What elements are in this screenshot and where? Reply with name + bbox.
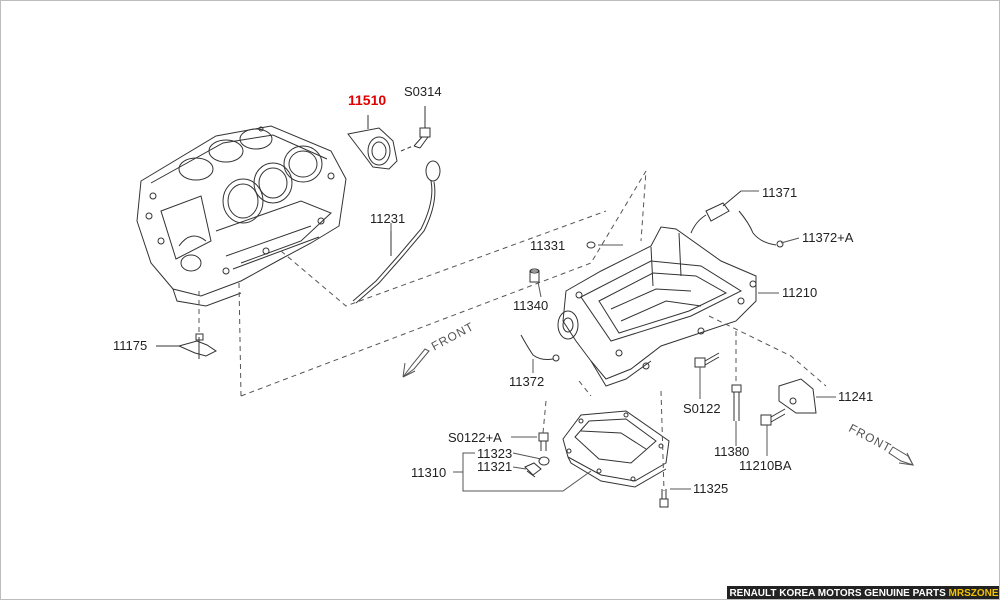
part-label-11372[interactable]: 11372 (509, 374, 545, 389)
part-label-11372a[interactable]: 11372+A (802, 230, 854, 245)
part-label-11210ba[interactable]: 11210BA (739, 458, 792, 473)
plug-11331-drawing (586, 241, 596, 249)
part-label-11241[interactable]: 11241 (838, 389, 874, 404)
lower-oil-pan-drawing (562, 410, 670, 488)
bolt-11380-drawing (731, 384, 742, 421)
tube-11371-drawing (690, 190, 742, 234)
footer-brand: RENAULT KOREA MOTORS GENUINE PARTS (729, 588, 946, 599)
dowel-11340-drawing (529, 268, 540, 283)
part-label-11310[interactable]: 11310 (411, 465, 447, 480)
part-label-s0314[interactable]: S0314 (404, 84, 442, 99)
part-label-11325[interactable]: 11325 (693, 481, 729, 496)
part-label-11371[interactable]: 11371 (762, 185, 798, 200)
part-label-11380[interactable]: 11380 (714, 444, 750, 459)
leader-lines (390, 190, 836, 492)
part-label-11340[interactable]: 11340 (513, 298, 549, 313)
drain-plug-11321-drawing (524, 462, 542, 478)
washer-11323-drawing (538, 456, 550, 466)
footer-zone: MRSZONE (948, 588, 999, 599)
reference-dashed-lines (198, 170, 827, 492)
part-label-11175[interactable]: 11175 (113, 338, 148, 353)
bolt-s0314-drawing (413, 106, 431, 149)
part-label-11323[interactable]: 11323 (477, 446, 513, 461)
part-label-11231[interactable]: 11231 (370, 211, 406, 226)
oil-dipstick-drawing (352, 160, 441, 304)
cylinder-block-drawing (136, 125, 347, 307)
front-arrow-left (402, 348, 430, 378)
gasket-11372-drawing (520, 334, 560, 362)
part-label-s0122[interactable]: S0122 (683, 401, 721, 416)
bolt-s0122-drawing (694, 352, 720, 368)
front-arrow-right (888, 446, 915, 466)
bolt-11325-drawing (659, 489, 669, 508)
bolt-11210ba-drawing (760, 408, 786, 426)
plate-11241-drawing (778, 378, 817, 414)
rear-oil-seal-drawing (347, 115, 398, 170)
part-label-s0122a[interactable]: S0122+A (448, 430, 502, 445)
part-label-11321[interactable]: 11321 (477, 459, 513, 474)
part-label-11331[interactable]: 11331 (530, 238, 566, 253)
bracket-11175-drawing (156, 333, 217, 359)
watermark-footer: RENAULT KOREA MOTORS GENUINE PARTS MRSZO… (727, 586, 999, 599)
part-label-11210[interactable]: 11210 (782, 285, 818, 300)
part-label-11510[interactable]: 11510 (348, 92, 387, 108)
bolt-s0122a-drawing (538, 432, 549, 451)
gasket-11372a-drawing (738, 210, 784, 248)
upper-oil-pan-drawing (557, 226, 757, 387)
